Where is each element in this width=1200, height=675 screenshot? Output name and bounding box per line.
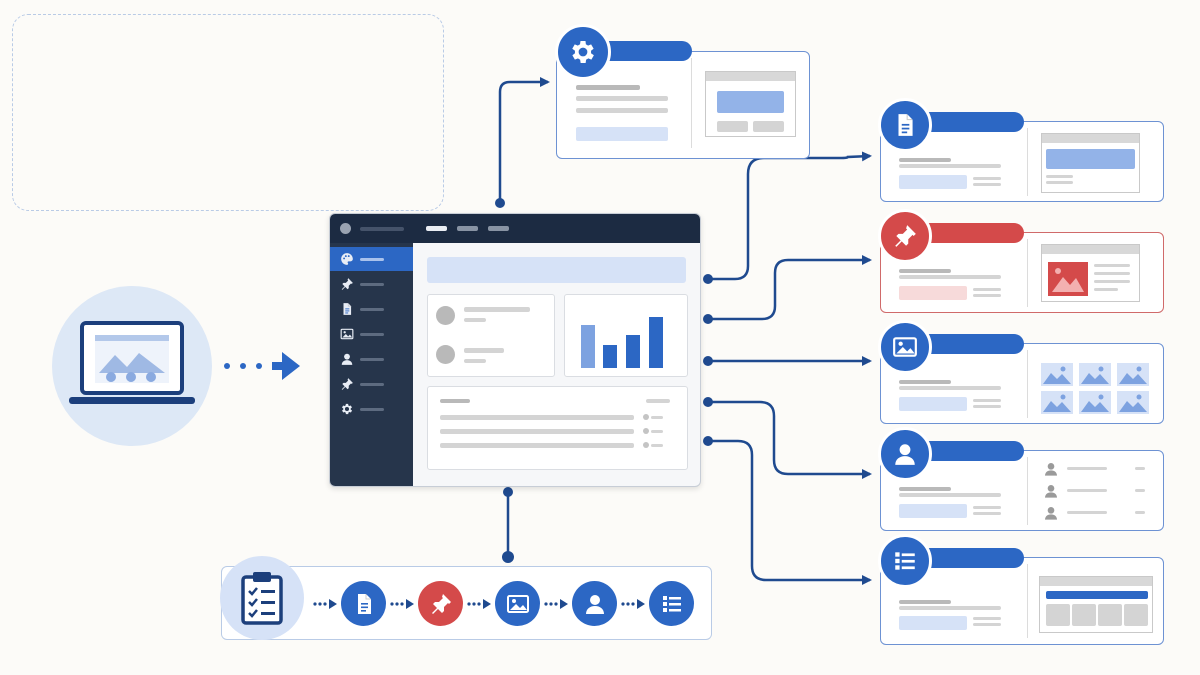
image-thumbnail bbox=[1079, 391, 1111, 414]
contacts-panel bbox=[427, 294, 555, 377]
pushpin-icon bbox=[340, 377, 354, 391]
sidebar-item[interactable] bbox=[330, 272, 413, 296]
pushpin-icon[interactable] bbox=[418, 581, 463, 626]
feature-card bbox=[880, 232, 1164, 313]
pushpin-icon[interactable] bbox=[878, 209, 932, 263]
feature-card bbox=[880, 450, 1164, 531]
nav-tab[interactable] bbox=[457, 226, 478, 231]
avatar bbox=[436, 345, 455, 364]
bar-chart-panel bbox=[564, 294, 688, 377]
dotted-arrow bbox=[467, 598, 493, 610]
chart-bar bbox=[603, 345, 617, 368]
nav-tab-active[interactable] bbox=[426, 226, 447, 231]
app-avatar bbox=[340, 223, 351, 234]
sidebar-item[interactable] bbox=[330, 297, 413, 321]
document-icon[interactable] bbox=[878, 98, 932, 152]
dotted-arrow bbox=[544, 598, 570, 610]
image-icon[interactable] bbox=[495, 581, 540, 626]
chart-bar bbox=[649, 317, 663, 368]
user-icon[interactable] bbox=[572, 581, 617, 626]
chart-bar bbox=[626, 335, 640, 368]
dotted-arrow bbox=[390, 598, 416, 610]
settings-card bbox=[556, 51, 810, 159]
document-icon[interactable] bbox=[341, 581, 386, 626]
dotted-arrow bbox=[313, 598, 339, 610]
list-panel bbox=[427, 386, 688, 470]
sidebar-item[interactable] bbox=[330, 372, 413, 396]
clipboard-checklist-icon bbox=[220, 556, 304, 640]
user-icon bbox=[1043, 505, 1059, 521]
dotted-arrow bbox=[621, 598, 647, 610]
sidebar-item[interactable] bbox=[330, 322, 413, 346]
pushpin-icon bbox=[340, 277, 354, 291]
image-thumbnail bbox=[1041, 391, 1073, 414]
list-icon[interactable] bbox=[878, 534, 932, 588]
window-thumbnail bbox=[705, 71, 796, 137]
user-icon bbox=[340, 352, 354, 366]
chart-bar bbox=[581, 325, 595, 368]
user-icon bbox=[1043, 483, 1059, 499]
nav-tab[interactable] bbox=[488, 226, 509, 231]
card-tab bbox=[912, 548, 1024, 568]
app-titlebar bbox=[330, 214, 700, 243]
document-icon bbox=[340, 302, 354, 316]
image-icon bbox=[1048, 262, 1088, 296]
empty-placeholder-area bbox=[12, 14, 444, 211]
header-banner bbox=[427, 257, 686, 283]
window-thumbnail bbox=[1041, 244, 1140, 302]
window-thumbnail bbox=[1041, 133, 1140, 193]
card-tab bbox=[912, 112, 1024, 132]
image-icon bbox=[340, 327, 354, 341]
sidebar-item[interactable] bbox=[330, 247, 413, 271]
list-icon[interactable] bbox=[649, 581, 694, 626]
avatar bbox=[436, 306, 455, 325]
sidebar-item[interactable] bbox=[330, 397, 413, 421]
app-window bbox=[329, 213, 701, 487]
card-tab bbox=[590, 41, 692, 61]
palette-icon bbox=[340, 252, 354, 266]
card-tab bbox=[912, 334, 1024, 354]
sidebar-item[interactable] bbox=[330, 347, 413, 371]
image-thumbnail bbox=[1041, 363, 1073, 386]
image-thumbnail bbox=[1117, 363, 1149, 386]
user-icon bbox=[1043, 461, 1059, 477]
image-icon[interactable] bbox=[878, 320, 932, 374]
card-tab bbox=[912, 441, 1024, 461]
table-thumbnail bbox=[1039, 576, 1153, 633]
feature-card bbox=[880, 557, 1164, 645]
image-thumbnail bbox=[1079, 363, 1111, 386]
gear-icon[interactable] bbox=[555, 24, 611, 80]
app-sidebar bbox=[330, 243, 413, 486]
card-tab bbox=[912, 223, 1024, 243]
image-thumbnail bbox=[1117, 391, 1149, 414]
gear-icon bbox=[340, 402, 354, 416]
laptop-icon bbox=[52, 286, 212, 446]
user-icon[interactable] bbox=[878, 427, 932, 481]
